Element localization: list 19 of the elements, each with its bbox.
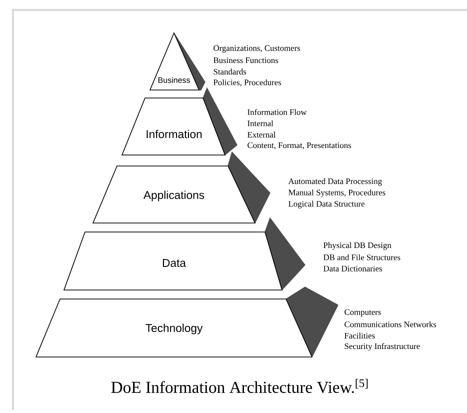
layer-description: Communications Networks bbox=[344, 321, 436, 328]
layer-description: External bbox=[248, 132, 276, 138]
layer-description: DB and File Structures bbox=[324, 254, 400, 260]
layer-description: Automated Data Processing bbox=[288, 178, 382, 186]
layer-description: Physical DB Design bbox=[324, 242, 392, 250]
layer-description: Security Infrastructure bbox=[344, 343, 420, 351]
layer-description: Logical Data Structure bbox=[288, 200, 364, 208]
layer-description: Standards bbox=[214, 68, 246, 75]
layer-description: Information Flow bbox=[248, 109, 307, 115]
layer-description: Content, Format, Presentations bbox=[248, 142, 352, 150]
caption: DoE Information Architecture View.$^{[5]}$ bbox=[111, 378, 368, 394]
layer-description: Manual Systems, Procedures bbox=[288, 189, 386, 198]
layer-description: Facilities bbox=[344, 332, 375, 339]
layer-description: Internal bbox=[248, 120, 274, 126]
layer-description: Data Dictionaries bbox=[324, 266, 382, 272]
layer-description: Policies, Procedures bbox=[214, 79, 282, 86]
layer-description: Computers bbox=[344, 309, 381, 317]
layer-description: Business Functions bbox=[214, 57, 278, 64]
layer-description: Organizations, Customers bbox=[214, 45, 300, 53]
